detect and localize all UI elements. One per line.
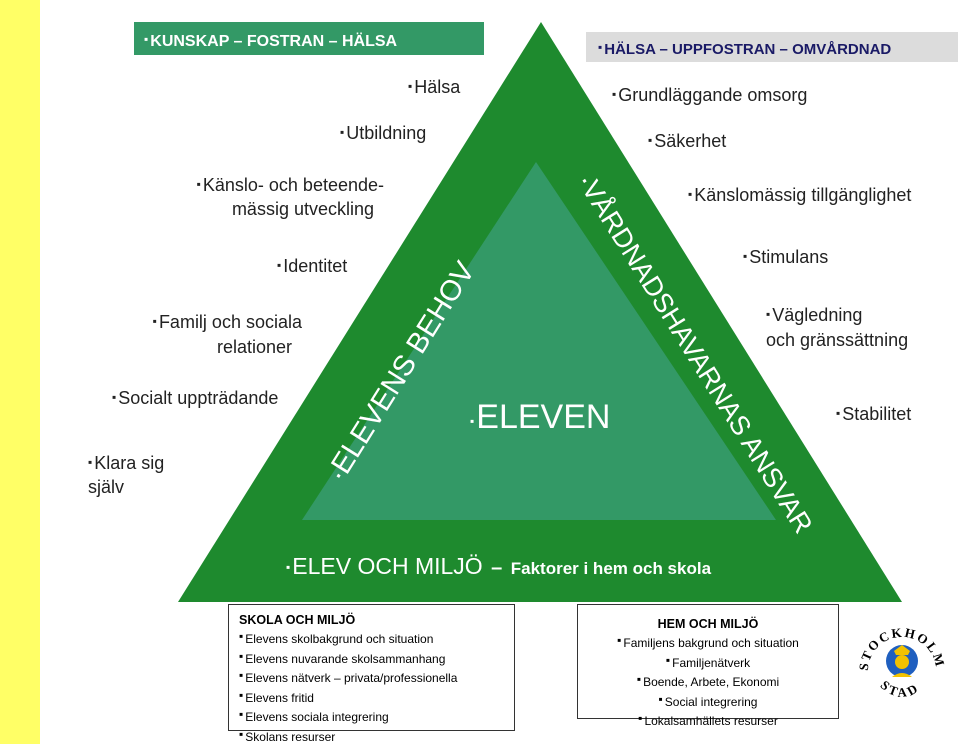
label-utbildning: Utbildning (340, 123, 426, 144)
svg-text:STAD: STAD (878, 677, 923, 700)
label-kanslo: Känslo- och beteende- mässig utveckling (186, 172, 384, 221)
bottom-dash: – (491, 557, 502, 579)
label-vagledning: Vägledning och gränssättning (766, 302, 908, 353)
home-item: Familjenätverk (588, 652, 828, 672)
home-box-title: HEM OCH MILJÖ (588, 617, 828, 631)
school-item: Elevens fritid (239, 687, 504, 707)
label-klara-line1: Klara sig (88, 450, 164, 475)
label-halsa: Hälsa (408, 77, 460, 98)
home-item: Boende, Arbete, Ekonomi (588, 671, 828, 691)
label-grund: Grundläggande omsorg (612, 85, 807, 106)
left-banner: KUNSKAP – FOSTRAN – HÄLSA (134, 22, 484, 55)
label-kanslomassig: Känslomässig tillgänglighet (688, 185, 911, 206)
school-item: Elevens skolbakgrund och situation (239, 628, 504, 648)
school-item: Elevens nuvarande skolsammanhang (239, 648, 504, 668)
label-identitet: Identitet (277, 256, 347, 277)
home-item: Lokalsamhällets resurser (588, 710, 828, 730)
center-label-eleven: ELEVEN (470, 398, 610, 437)
label-kanslo-line2: mässig utveckling (186, 197, 374, 221)
label-stabilitet: Stabilitet (836, 404, 911, 425)
label-vagledning-line2: och gränssättning (766, 328, 908, 353)
school-item: Elevens nätverk – privata/professionella (239, 667, 504, 687)
school-item: Skolans resurser (239, 726, 504, 745)
bottom-main-text: ELEV OCH MILJÖ (286, 553, 483, 579)
home-item: Familjens bakgrund och situation (588, 632, 828, 652)
label-socialt: Socialt uppträdande (112, 388, 278, 409)
bottom-sub-text: Faktorer i hem och skola (511, 559, 711, 578)
home-item: Social integrering (588, 691, 828, 711)
label-vagledning-line1: Vägledning (766, 302, 908, 328)
left-banner-text: KUNSKAP – FOSTRAN – HÄLSA (144, 33, 397, 50)
label-familj: Familj och sociala relationer (132, 309, 302, 360)
label-familj-line2: relationer (132, 335, 292, 360)
school-environment-box: SKOLA OCH MILJÖ Elevens skolbakgrund och… (228, 604, 515, 731)
bottom-line: ELEV OCH MILJÖ – Faktorer i hem och skol… (286, 553, 711, 580)
label-klara-line2: själv (88, 475, 164, 499)
right-banner-text: HÄLSA – UPPFOSTRAN – OMVÅRDNAD (598, 41, 891, 58)
school-item: Elevens sociala integrering (239, 706, 504, 726)
school-box-title: SKOLA OCH MILJÖ (239, 613, 504, 627)
label-familj-line1: Familj och sociala (132, 309, 302, 335)
stockholms-stad-logo: STOCKHOLMS STAD (858, 615, 946, 707)
label-stimulans: Stimulans (743, 247, 828, 268)
right-banner: HÄLSA – UPPFOSTRAN – OMVÅRDNAD (586, 32, 958, 62)
home-environment-box: HEM OCH MILJÖ Familjens bakgrund och sit… (577, 604, 839, 719)
label-sakerhet: Säkerhet (648, 131, 726, 152)
label-kanslo-line1: Känslo- och beteende- (186, 172, 384, 197)
label-klara: Klara sig själv (88, 450, 164, 499)
